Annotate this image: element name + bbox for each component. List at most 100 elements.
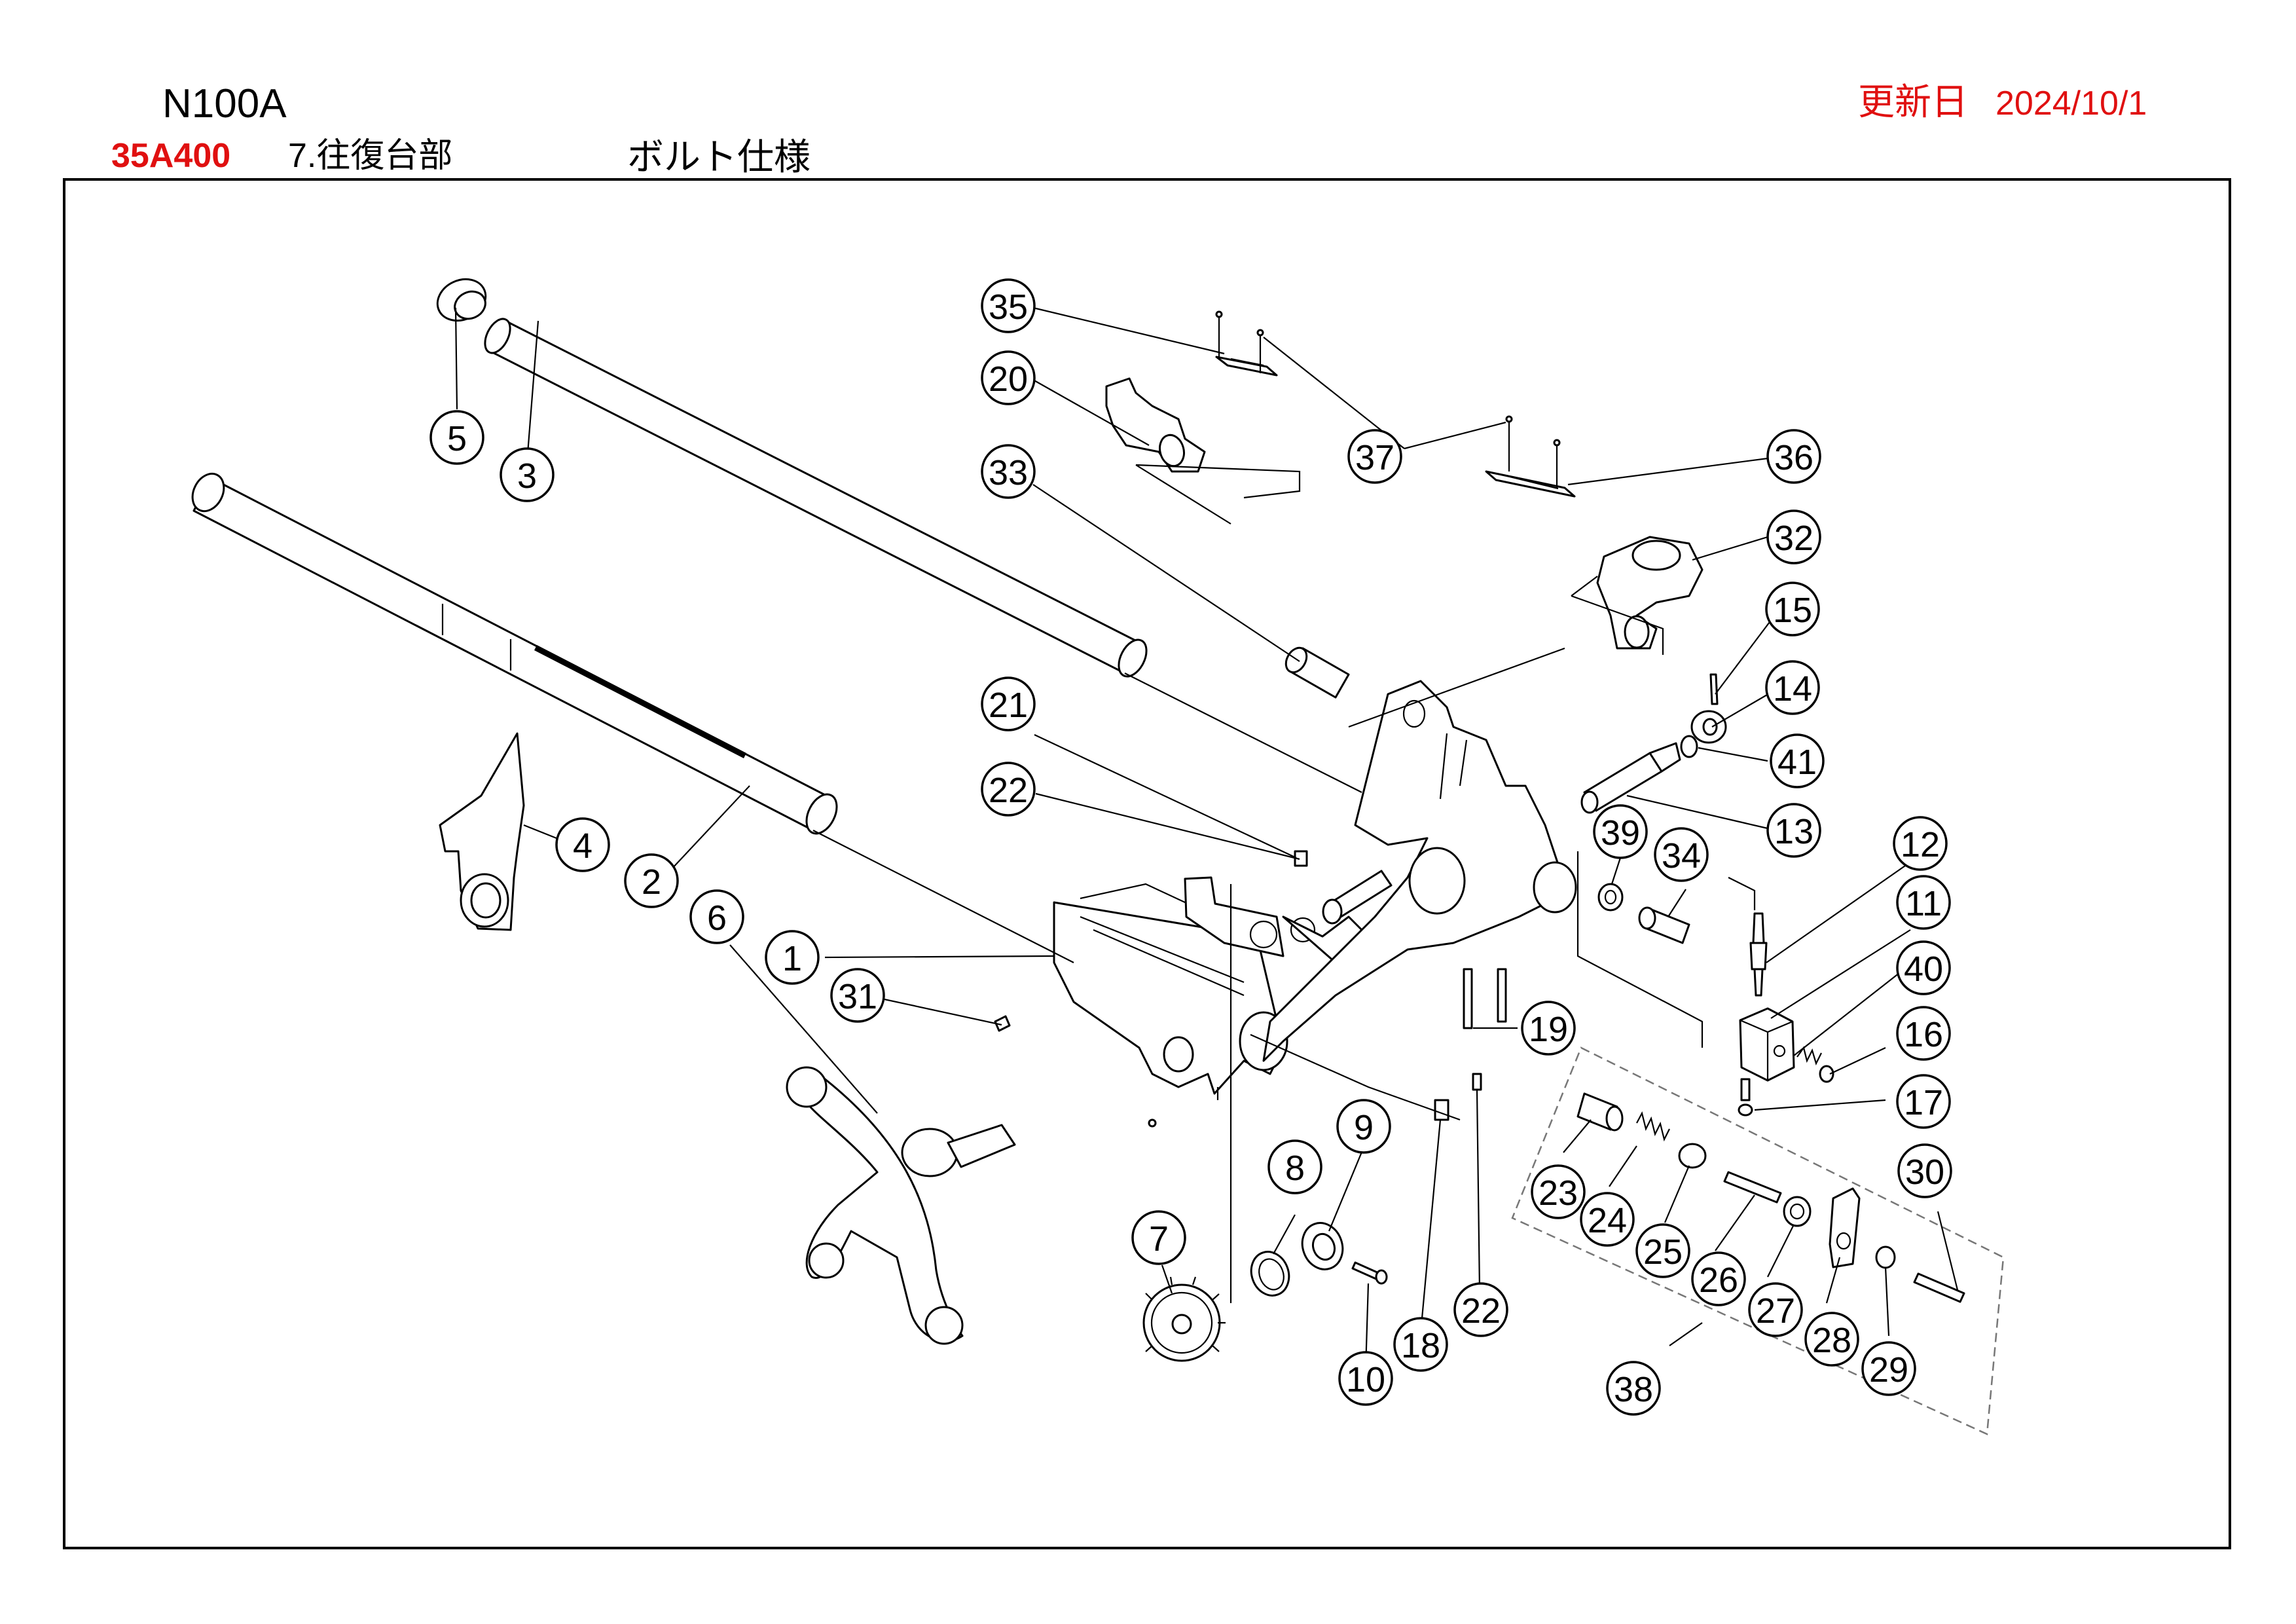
plate-35-drawing <box>1215 356 1278 377</box>
callout-label: 41 <box>1777 743 1817 782</box>
callout-label: 31 <box>838 977 877 1016</box>
callout-layer: 1234567891011121314151617181920212222232… <box>429 278 1952 1416</box>
callout-22a: 22 <box>981 762 1036 817</box>
callout-label: 9 <box>1354 1108 1374 1147</box>
callout-label: 14 <box>1773 669 1812 709</box>
callout-label: 38 <box>1614 1370 1653 1409</box>
callout-circle <box>981 762 1036 817</box>
callout-circle <box>1896 1006 1951 1061</box>
callout-27: 27 <box>1748 1282 1803 1337</box>
shaft-13-drawing <box>1580 742 1681 814</box>
callout-17: 17 <box>1896 1074 1951 1129</box>
pin-33-drawing <box>1285 646 1350 699</box>
callout-label: 24 <box>1588 1201 1627 1240</box>
callout-label: 1 <box>782 939 802 978</box>
callout-label: 21 <box>989 686 1028 725</box>
callout-41: 41 <box>1770 733 1825 788</box>
callout-9: 9 <box>1336 1099 1391 1154</box>
callout-30: 30 <box>1897 1143 1952 1198</box>
bolt-10-drawing <box>1351 1261 1388 1285</box>
plate-36-drawing <box>1485 470 1576 498</box>
callout-circle <box>1267 1139 1322 1194</box>
callout-16: 16 <box>1896 1006 1951 1061</box>
callout-circle <box>1453 1282 1508 1337</box>
pins-19-drawing <box>1463 968 1507 1029</box>
bolt-12-drawing <box>1749 912 1768 997</box>
screw-17-drawing <box>1738 1078 1753 1116</box>
subassembly-38-parts <box>1576 1092 1965 1303</box>
callout-24: 24 <box>1580 1192 1635 1247</box>
callout-circle <box>1896 940 1951 995</box>
callout-8: 8 <box>1267 1139 1322 1194</box>
callout-label: 36 <box>1774 438 1813 477</box>
callout-label: 25 <box>1643 1232 1683 1272</box>
callout-6: 6 <box>689 889 744 944</box>
part-number: 35A400 <box>111 137 231 175</box>
callout-33: 33 <box>981 444 1036 499</box>
callout-circle <box>1893 816 1948 871</box>
callout-10: 10 <box>1338 1351 1393 1406</box>
callout-label: 5 <box>447 419 467 458</box>
callout-label: 33 <box>989 453 1028 492</box>
callout-5: 5 <box>429 410 484 465</box>
callout-label: 22 <box>989 771 1028 810</box>
callout-label: 23 <box>1539 1173 1578 1213</box>
handle-6-drawing <box>786 1066 1016 1345</box>
callout-circle <box>1766 509 1821 564</box>
callout-15: 15 <box>1765 581 1820 637</box>
callout-circle <box>1765 581 1820 637</box>
callout-label: 4 <box>573 826 592 866</box>
callout-circle <box>1635 1223 1690 1278</box>
callout-circle <box>1766 803 1821 858</box>
bearing-9-drawing <box>1301 1222 1344 1270</box>
screws-37-drawing <box>1215 310 1561 489</box>
callout-21: 21 <box>981 676 1036 731</box>
callout-circle <box>1765 660 1820 715</box>
collar-14-drawing <box>1690 710 1727 744</box>
callout-18: 18 <box>1393 1317 1448 1372</box>
callout-19: 19 <box>1521 1001 1576 1056</box>
callout-circle <box>1593 804 1648 859</box>
bolt-34-drawing <box>1638 906 1690 944</box>
callout-40: 40 <box>1896 940 1951 995</box>
callout-label: 37 <box>1355 438 1394 477</box>
callout-label: 35 <box>989 287 1028 327</box>
bushing-5-drawing <box>436 278 487 322</box>
callout-1: 1 <box>765 930 820 985</box>
nut-16-drawing <box>1819 1065 1834 1083</box>
callout-label: 40 <box>1904 950 1943 989</box>
callout-label: 10 <box>1346 1360 1385 1399</box>
callout-label: 34 <box>1662 836 1701 876</box>
callout-circle <box>555 817 610 872</box>
callout-label: 22 <box>1461 1291 1501 1331</box>
shaft-3-drawing <box>484 318 1148 678</box>
callout-label: 13 <box>1774 812 1813 851</box>
callout-label: 39 <box>1601 813 1640 853</box>
callout-circle <box>429 410 484 465</box>
callout-label: 2 <box>642 862 661 902</box>
pin-21-drawing <box>1322 870 1393 925</box>
callout-label: 3 <box>517 456 537 496</box>
callout-circle <box>981 278 1036 333</box>
callout-circle <box>1896 1074 1951 1129</box>
callout-circle <box>1393 1317 1448 1372</box>
callout-circle <box>689 889 744 944</box>
updated-label: 更新日 <box>1858 81 1968 122</box>
updated-date: 2024/10/1 <box>1995 84 2147 122</box>
callout-12: 12 <box>1893 816 1948 871</box>
callout-circle <box>1338 1351 1393 1406</box>
callout-circle <box>981 350 1036 405</box>
callout-circle <box>1531 1164 1586 1219</box>
callout-circle <box>981 444 1036 499</box>
ring-8-drawing <box>1250 1251 1290 1297</box>
callout-circle <box>1897 1143 1952 1198</box>
callout-label: 30 <box>1905 1153 1944 1192</box>
callout-label: 6 <box>707 898 727 938</box>
callout-label: 12 <box>1901 825 1940 864</box>
callout-20: 20 <box>981 350 1036 405</box>
arm-assembly-drawing <box>1262 680 1577 1062</box>
lever-4-drawing <box>439 732 525 931</box>
callout-label: 20 <box>989 360 1028 399</box>
callout-37: 37 <box>1347 429 1402 484</box>
callout-circle <box>624 853 679 908</box>
